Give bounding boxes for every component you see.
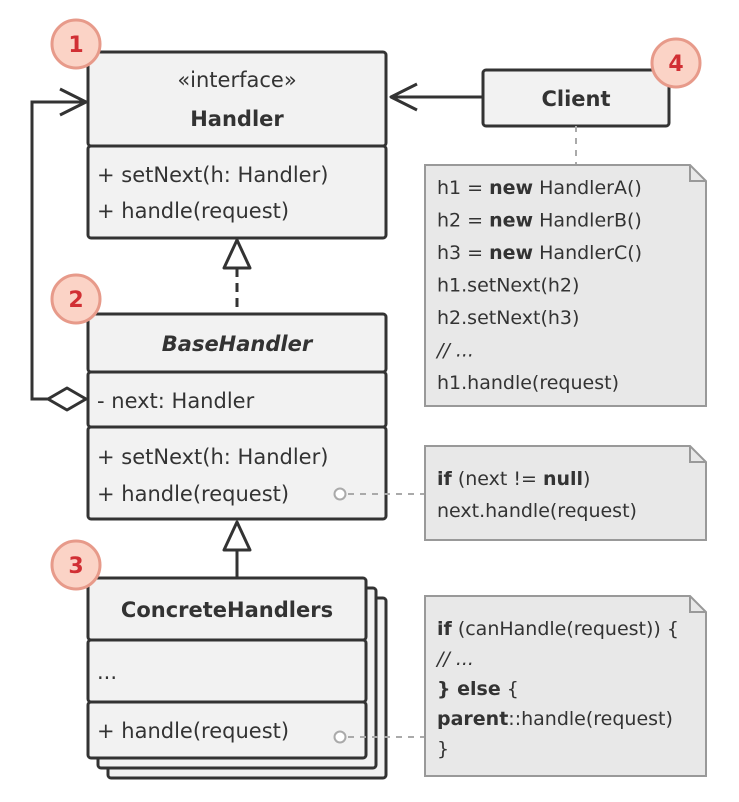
concrete-fields-box <box>86 638 368 704</box>
badge-4: 4 <box>650 37 702 89</box>
concrete-note-lines: if (canHandle(request)) { // ... } else {… <box>435 618 679 760</box>
code-keyword: if <box>437 618 453 640</box>
code-keyword: new <box>489 177 533 199</box>
badge-circle <box>650 37 702 89</box>
note-code-line: } else { <box>437 678 519 700</box>
note-shape <box>424 164 707 407</box>
note-anchor-icon <box>333 487 347 501</box>
badge-number: 1 <box>68 33 83 58</box>
badge-1: 1 <box>50 18 102 70</box>
client-note-lines: h1 = new HandlerA() h2 = new HandlerB() h3… <box>435 177 642 394</box>
client-name: Client <box>541 87 610 111</box>
code-text: ) <box>583 468 590 490</box>
concrete-methods-box <box>86 700 368 760</box>
handler-class: «interface» Handler + setNext(h: Handler… <box>86 50 388 240</box>
note-shape <box>424 445 707 541</box>
base-handler-methods-box <box>86 425 388 521</box>
concrete-handlers-class: ConcreteHandlers ... + handle(request) <box>86 576 388 780</box>
badge-circle <box>50 539 102 591</box>
code-text: h2 = <box>437 210 489 232</box>
code-text: h1.setNext(h2) <box>437 275 579 297</box>
handler-name: Handler <box>190 107 284 131</box>
note-anchor-icon <box>333 730 347 744</box>
code-text: // ... <box>435 648 474 670</box>
base-note-lines: if (next != null) next.handle(request) <box>437 468 637 522</box>
code-text: } <box>437 738 449 760</box>
code-keyword: new <box>489 242 533 264</box>
code-text: // ... <box>435 340 474 362</box>
note-code-line: } <box>437 738 449 760</box>
code-keyword: new <box>489 210 533 232</box>
code-keyword: null <box>543 468 583 490</box>
concrete-handlers-field: ... <box>97 660 117 684</box>
code-keyword: if <box>437 468 453 490</box>
base-handler-class: BaseHandler - next: Handler + setNext(h:… <box>86 312 388 521</box>
code-text: HandlerB() <box>533 210 642 232</box>
aggregation-connector <box>30 87 88 412</box>
code-text: (canHandle(request)) { <box>452 618 679 640</box>
code-keyword: parent <box>437 708 508 730</box>
code-text: { <box>501 678 519 700</box>
client-class: Client <box>389 68 671 128</box>
handler-header-box <box>86 50 388 148</box>
note-fold-icon <box>689 165 706 182</box>
code-text: h1.handle(request) <box>437 372 619 394</box>
note-fold-icon <box>689 596 706 613</box>
handler-method: + handle(request) <box>97 199 289 223</box>
aggregation-line <box>30 100 84 401</box>
code-text: (next != <box>452 468 543 490</box>
note-code-line: if (next != null) <box>437 468 590 490</box>
concrete-handlers-method: + handle(request) <box>97 719 289 743</box>
base-handler-name: BaseHandler <box>162 332 314 356</box>
handler-method: + setNext(h: Handler) <box>97 163 328 187</box>
code-text: next.handle(request) <box>437 500 637 522</box>
code-text: h2.setNext(h3) <box>437 307 579 329</box>
code-keyword: } else <box>437 678 501 700</box>
note-code-line: // ... <box>435 340 474 362</box>
note-code-line: h3 = new HandlerC() <box>437 242 642 264</box>
inheritance-arrow <box>222 520 252 578</box>
base-handler-code-note: if (next != null) next.handle(request) <box>348 445 707 541</box>
base-handler-method: + setNext(h: Handler) <box>97 445 328 469</box>
client-code-note: h1 = new HandlerA() h2 = new HandlerB() h3… <box>424 126 707 407</box>
hollow-triangle-icon <box>222 238 252 270</box>
hollow-triangle-icon <box>222 520 252 552</box>
badge-number: 3 <box>68 554 83 579</box>
badge-2: 2 <box>50 273 102 325</box>
note-code-line: parent::handle(request) <box>437 708 673 730</box>
note-code-line: // ... <box>435 648 474 670</box>
note-code-line: h2.setNext(h3) <box>437 307 579 329</box>
badge-3: 3 <box>50 539 102 591</box>
realization-arrow <box>222 238 252 314</box>
code-text: HandlerC() <box>533 242 642 264</box>
concrete-handlers-code-note: if (canHandle(request)) { // ... } else {… <box>348 595 707 777</box>
code-text: HandlerA() <box>533 177 642 199</box>
base-handler-field: - next: Handler <box>97 389 255 413</box>
code-text: h3 = <box>437 242 489 264</box>
note-shape <box>424 595 707 777</box>
badge-number: 2 <box>68 288 83 313</box>
concrete-handlers-name: ConcreteHandlers <box>121 598 333 622</box>
handler-methods-box <box>86 144 388 240</box>
base-handler-method: + handle(request) <box>97 482 289 506</box>
badge-circle <box>50 18 102 70</box>
note-code-line: h1.handle(request) <box>437 372 619 394</box>
hollow-diamond-icon <box>46 386 88 412</box>
note-code-line: next.handle(request) <box>437 500 637 522</box>
note-code-line: h1 = new HandlerA() <box>437 177 642 199</box>
code-text: h1 = <box>437 177 489 199</box>
badge-circle <box>50 273 102 325</box>
note-code-line: h1.setNext(h2) <box>437 275 579 297</box>
open-arrow-icon <box>389 82 418 112</box>
badge-number: 4 <box>668 52 683 77</box>
note-fold-icon <box>689 446 706 463</box>
code-text: ::handle(request) <box>508 708 673 730</box>
open-arrow-icon <box>59 87 88 117</box>
note-code-line: if (canHandle(request)) { <box>437 618 679 640</box>
handler-stereotype: «interface» <box>177 68 296 92</box>
note-code-line: h2 = new HandlerB() <box>437 210 642 232</box>
